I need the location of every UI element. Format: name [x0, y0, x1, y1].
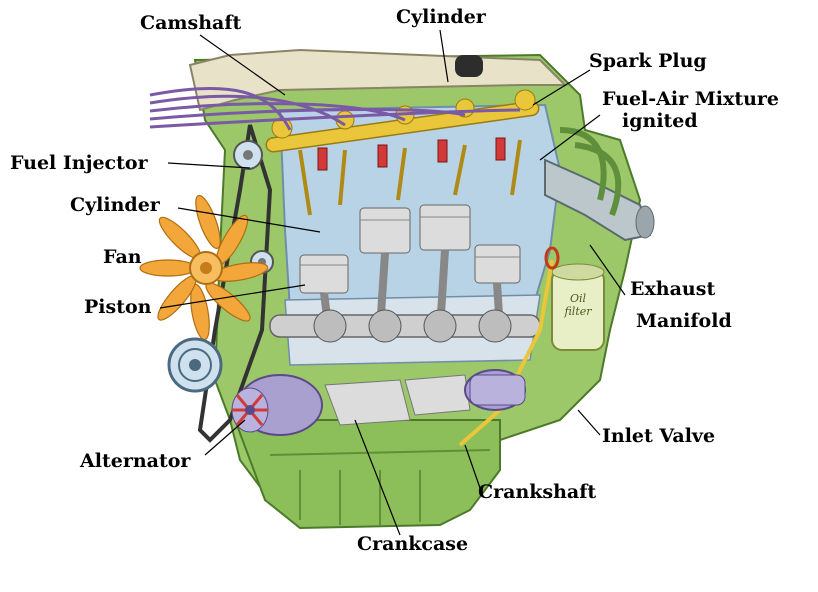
oil-filter-label-line2: filter	[564, 305, 592, 319]
spark-plugs	[317, 137, 506, 171]
label-manifold: Manifold	[636, 310, 732, 332]
label-alternator: Alternator	[80, 450, 191, 472]
starter-motor	[464, 369, 526, 411]
crank-pulley	[167, 337, 223, 393]
label-spark-plug: Spark Plug	[589, 50, 707, 72]
oil-filter	[551, 263, 605, 351]
label-fuel-injector: Fuel Injector	[10, 152, 148, 174]
label-cylinder-top: Cylinder	[396, 6, 486, 28]
label-fuel-air-mixture: Fuel-Air Mixture	[602, 88, 780, 110]
spark-plug-wires	[149, 86, 521, 131]
oil-cap	[455, 55, 483, 77]
label-camshaft: Camshaft	[140, 12, 242, 34]
dipstick	[458, 246, 560, 447]
oil-filter-label-line1: Oil	[569, 292, 587, 305]
crankshaft-shaft	[269, 309, 541, 343]
cam-pulley	[233, 140, 263, 170]
leader-lines	[159, 29, 626, 536]
fan	[139, 194, 269, 341]
exhaust-manifold-pipe	[544, 158, 655, 242]
label-piston: Piston	[84, 296, 152, 318]
label-crankcase: Crankcase	[357, 533, 469, 555]
intake-tubes	[559, 127, 622, 217]
label-cylinder-left: Cylinder	[70, 194, 160, 216]
label-fuel-air-ignited: ignited	[622, 110, 698, 132]
crankcase-pans	[324, 374, 471, 426]
label-crankshaft: Crankshaft	[478, 481, 597, 503]
pistons	[299, 204, 521, 341]
label-exhaust: Exhaust	[630, 278, 716, 300]
alternator-unit	[231, 374, 323, 436]
valves	[298, 139, 522, 216]
oil-filter-label: Oil filter	[563, 292, 593, 318]
label-inlet-valve: Inlet Valve	[602, 425, 716, 447]
label-fan: Fan	[103, 246, 142, 268]
